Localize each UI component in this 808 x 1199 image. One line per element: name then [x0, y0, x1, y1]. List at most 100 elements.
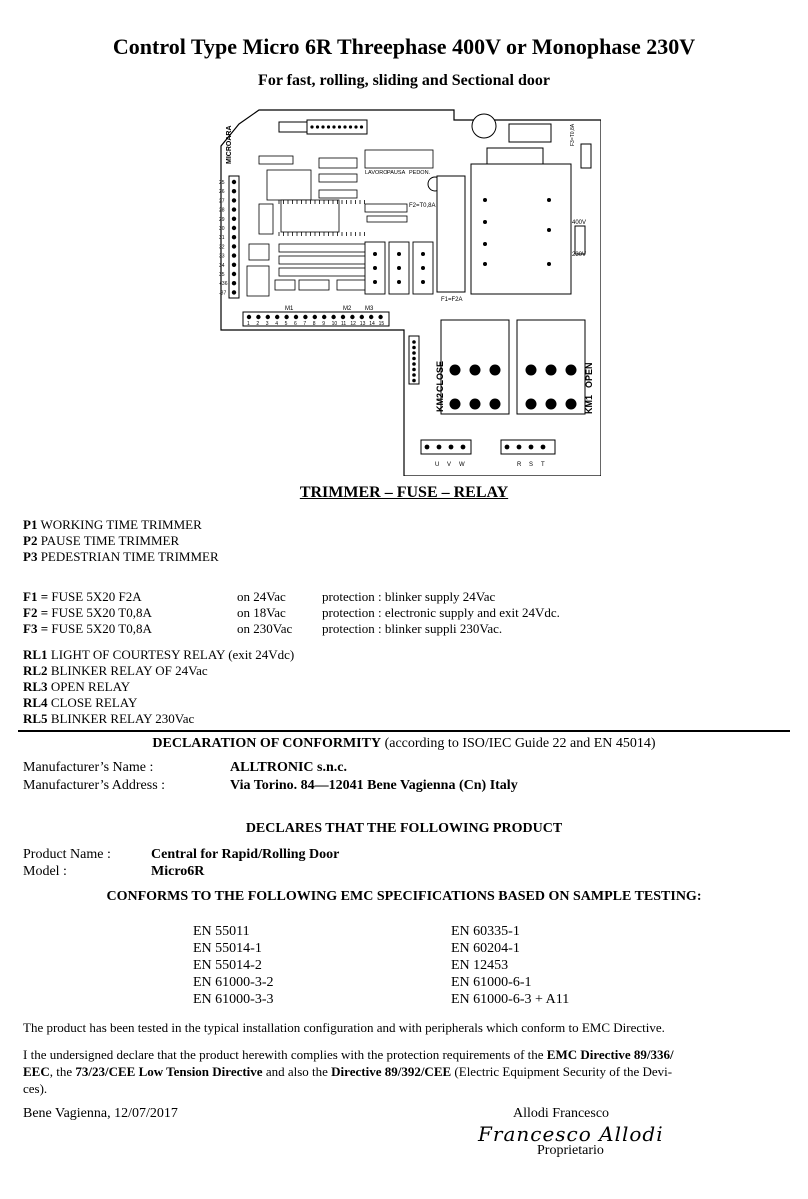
fuse-desc: FUSE 5X20 F2A	[48, 589, 142, 604]
relay-item: RL3 OPEN RELAY	[23, 679, 130, 695]
ic-chip	[258, 203, 274, 235]
contactor-pin	[525, 398, 537, 410]
declaration-heading-row: DECLARATION OF CONFORMITY (according to …	[0, 736, 808, 752]
declares-heading: DECLARES THAT THE FOLLOWING PRODUCT	[245, 821, 563, 836]
terminal-label: 11	[341, 321, 346, 327]
ic-chip	[278, 243, 370, 253]
right-terminal	[580, 143, 592, 169]
relay-pin	[373, 266, 377, 270]
header-pin	[326, 125, 331, 129]
motor-pin	[424, 444, 430, 450]
contactor-pin	[469, 398, 481, 410]
fuse-f1-label: F1=F2A	[441, 297, 463, 303]
fuse-protection: protection : blinker supply 24Vac	[322, 589, 496, 604]
ic-chip	[274, 279, 296, 291]
connector	[486, 147, 544, 167]
undersigned-part-1: I the undersigned declare that the produ…	[23, 1047, 547, 1062]
standard-item: EN 61000-3-3	[193, 992, 274, 1007]
terminal-pin	[231, 290, 237, 295]
fuse-item: F3 = FUSE 5X20 T0,8A	[23, 621, 152, 637]
relay-item: RL2 BLINKER RELAY OF 24Vac	[23, 663, 208, 679]
fuse-f3-label: F3=T0,8A	[570, 123, 576, 146]
declaration-heading: DECLARATION OF CONFORMITY	[152, 736, 382, 751]
header-pin	[332, 125, 336, 129]
fuse-desc: FUSE 5X20 T0,8A	[48, 605, 152, 620]
header-pin	[321, 125, 325, 129]
trimmer-code: P1	[23, 517, 38, 532]
contactor-pin	[489, 364, 501, 376]
terminal-pin	[275, 314, 280, 320]
terminal-pin	[231, 198, 237, 203]
undersigned-statement: I the undersigned declare that the produ…	[23, 1046, 785, 1097]
contactor-pin	[545, 364, 557, 376]
tested-statement: The product has been tested in the typic…	[23, 1020, 665, 1035]
ic-chip	[318, 189, 358, 199]
trimmer-item: P2 PAUSE TIME TRIMMER	[23, 533, 179, 549]
undersigned-part-2: , the	[49, 1064, 76, 1079]
motor-terminal-label: T	[541, 462, 545, 468]
eec: EEC	[23, 1064, 50, 1079]
terminal-pin	[231, 207, 237, 212]
terminal-pin	[231, 281, 237, 286]
terminal-label: 31	[219, 235, 225, 241]
tap-400v-label: 400V	[572, 220, 586, 226]
conforms-heading: CONFORMS TO THE FOLLOWING EMC SPECIFICAT…	[106, 889, 702, 904]
trimmer-text: PAUSE TIME TRIMMER	[37, 533, 180, 548]
terminal-pin	[331, 314, 336, 320]
fuse-code: F2 =	[23, 605, 49, 620]
transformer-pin	[483, 262, 487, 266]
transformer-pin	[547, 262, 551, 266]
fuse-code: F3 =	[23, 621, 49, 636]
ic-chip	[318, 173, 358, 183]
relay-pin	[421, 266, 425, 270]
relay-pin	[421, 252, 425, 256]
terminal-pin	[340, 314, 346, 320]
ic-chip	[280, 199, 340, 233]
terminal-label: 5	[285, 321, 288, 327]
relay-open-label: OPEN	[584, 362, 594, 388]
signer-name: Allodi Francesco	[513, 1106, 610, 1121]
connector-pin	[412, 356, 416, 361]
terminal-pin	[231, 271, 237, 277]
terminal-pin	[231, 244, 237, 249]
trimmer-code: P2	[23, 533, 38, 548]
trimmer-text: WORKING TIME TRIMMER	[37, 517, 202, 532]
terminal-label: 9	[322, 321, 325, 327]
transformer-pin	[483, 242, 487, 246]
header-pin	[337, 125, 342, 129]
standard-item: EN 55014-1	[193, 941, 262, 956]
terminal-label: 2	[256, 321, 259, 327]
signature: Francesco Allodi	[478, 1122, 664, 1146]
relay-pin	[397, 252, 401, 256]
terminal-label: 28	[219, 208, 225, 214]
motor-pin	[516, 444, 522, 450]
standard-item: EN 61000-6-3 + A11	[451, 992, 570, 1007]
fuse-voltage: on 24Vac	[237, 589, 286, 604]
motor-pin	[448, 444, 454, 450]
relay-text: OPEN RELAY	[47, 679, 131, 694]
trimmer-work-label: LAVORO	[365, 170, 388, 176]
fuse-code: F1 =	[23, 589, 49, 604]
terminal-pin	[231, 225, 237, 231]
relay-item: RL1 LIGHT OF COURTESY RELAY (exit 24Vdc)	[23, 647, 294, 663]
motor-pin	[528, 444, 534, 450]
terminal-pin	[265, 314, 270, 320]
section-heading: TRIMMER – FUSE – RELAY	[299, 484, 509, 501]
terminal-pin	[231, 189, 237, 194]
contactor-pin	[469, 364, 481, 376]
trimmer-text: PEDESTRIAN TIME TRIMMER	[37, 549, 219, 564]
standard-item: EN 55014-2	[193, 958, 262, 973]
terminal-pin	[231, 253, 237, 258]
trimmer-code: P3	[23, 549, 38, 564]
connector-pin	[412, 340, 416, 344]
terminal-pin	[293, 314, 299, 320]
terminal-label: 26	[219, 189, 225, 195]
header-pin	[354, 125, 358, 129]
m3-label: M3	[365, 306, 374, 312]
relay-text: CLOSE RELAY	[47, 695, 138, 710]
standard-item: EN 55011	[193, 924, 250, 939]
connector-pin	[412, 345, 416, 350]
ic-chip	[318, 157, 358, 169]
